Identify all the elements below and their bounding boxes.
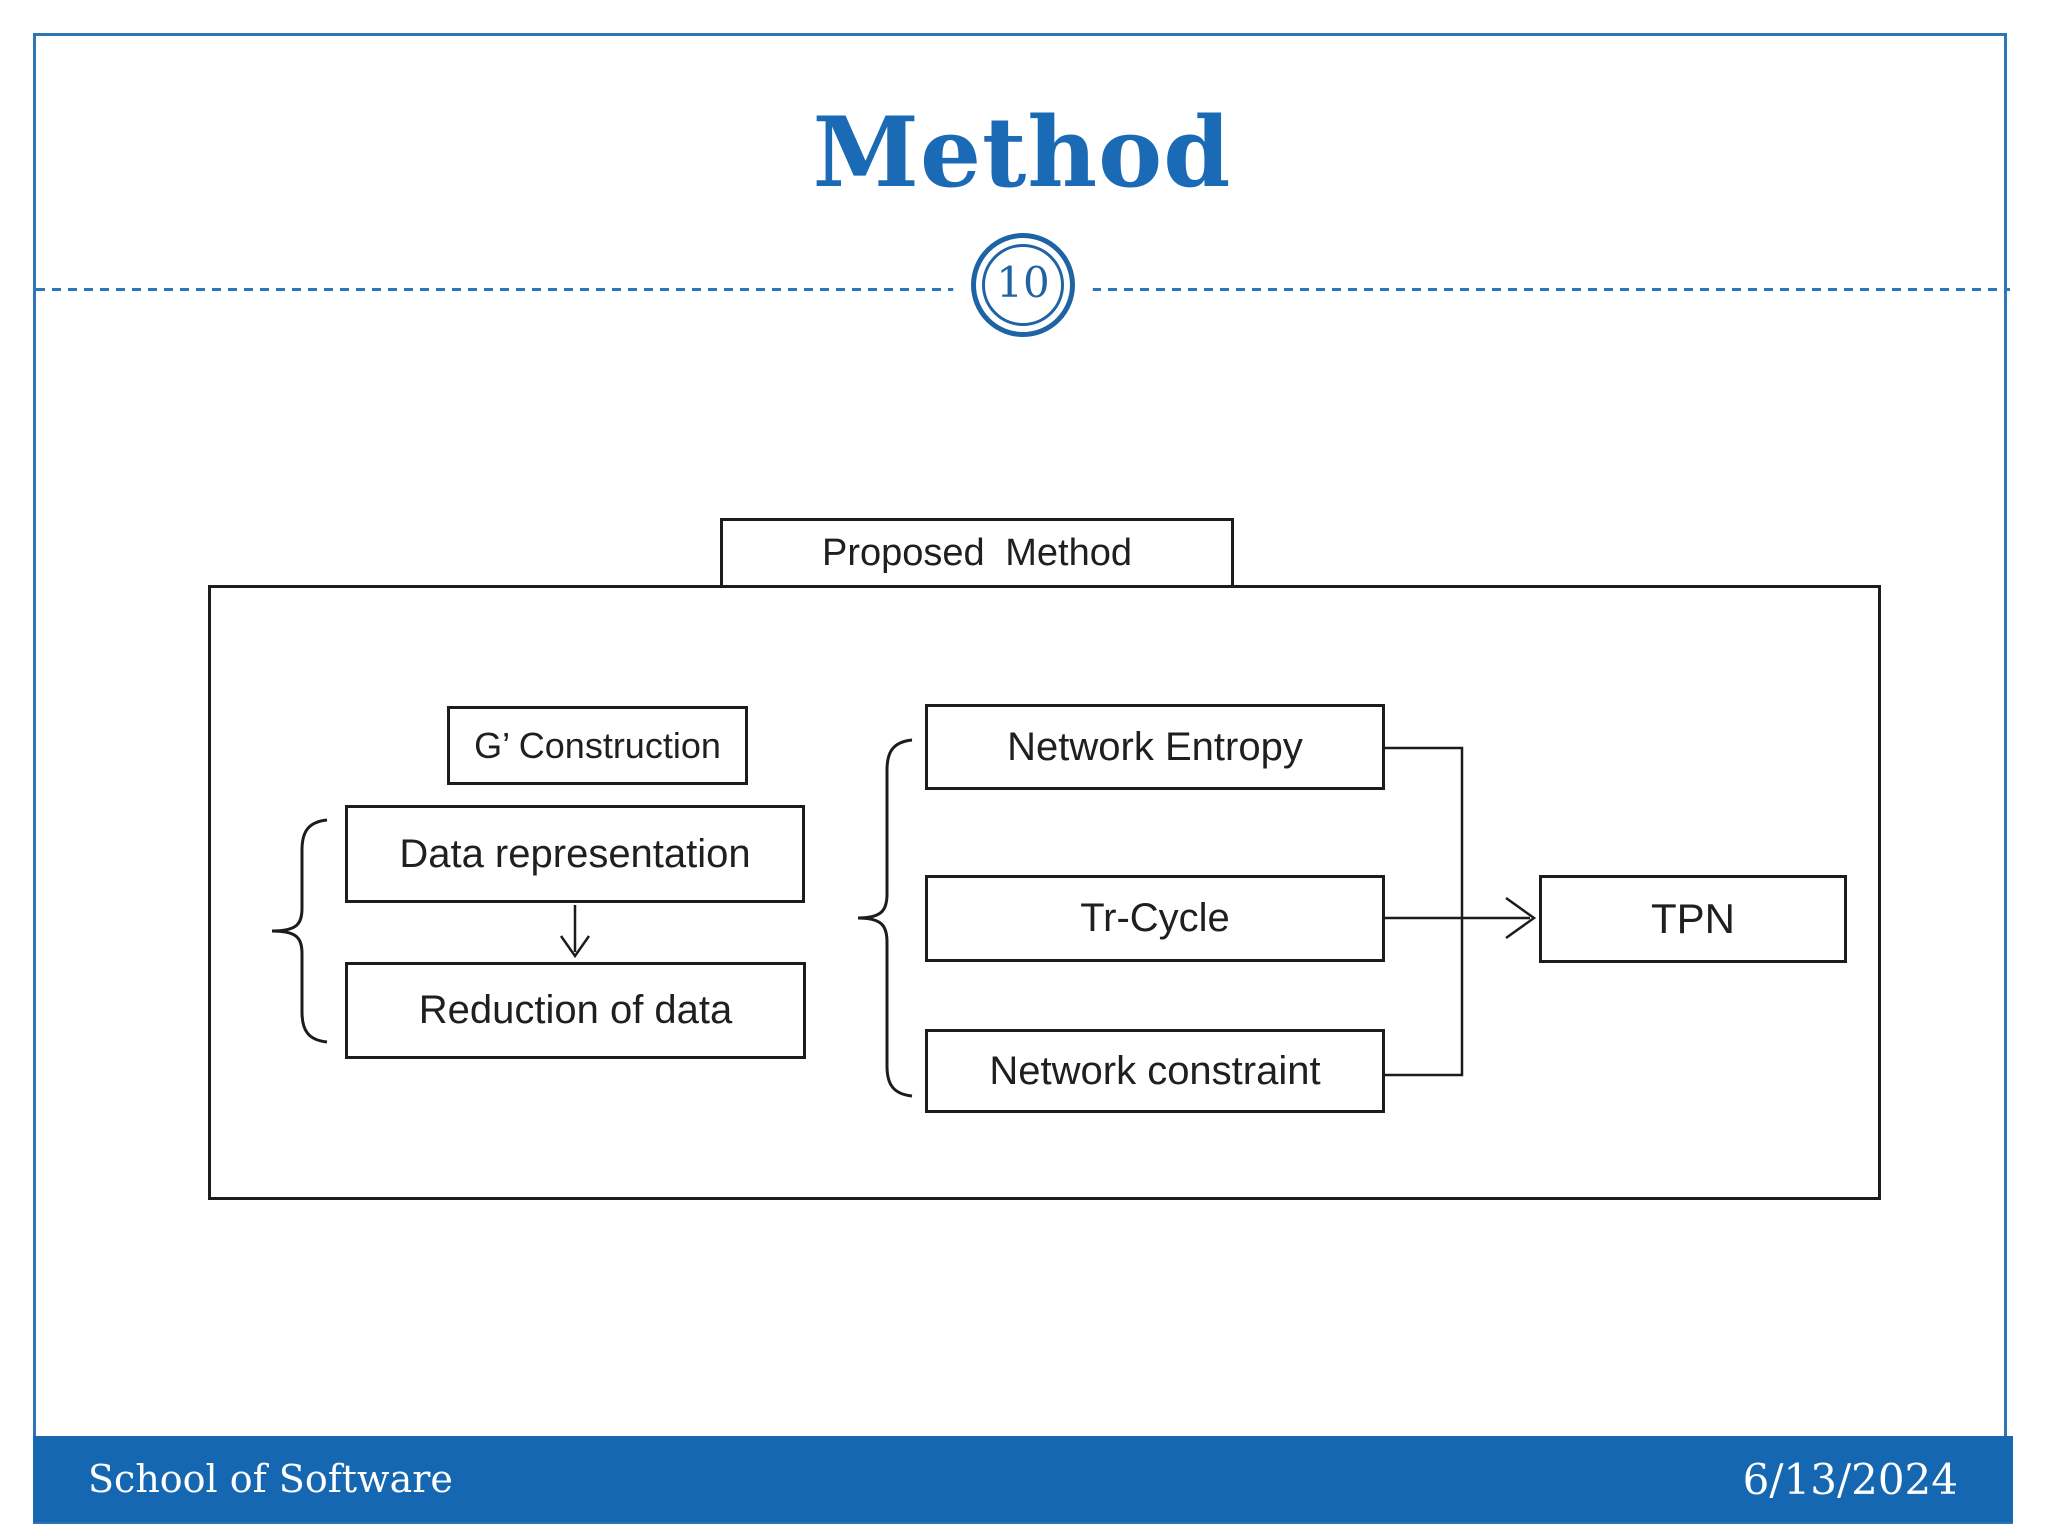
footer-date: 6/13/2024 [1742, 1454, 1958, 1504]
network-constraint-label: Network constraint [989, 1048, 1321, 1093]
proposed-method-box: Proposed Method [720, 518, 1234, 588]
proposed-method-label: Proposed Method [822, 531, 1132, 574]
page-number-badge: 10 [953, 215, 1093, 355]
network-entropy-label: Network Entropy [1007, 724, 1303, 769]
footer-bar: School of Software 6/13/2024 [33, 1436, 2013, 1524]
badge-outer-ring: 10 [971, 233, 1075, 337]
slide-title: Method [812, 96, 1232, 209]
tr-cycle-label: Tr-Cycle [1080, 896, 1230, 940]
data-representation-label: Data representation [399, 831, 751, 876]
badge-inner-ring: 10 [982, 244, 1064, 326]
g-construction-label: G’ Construction [474, 724, 721, 766]
reduction-of-data-label: Reduction of data [418, 988, 733, 1032]
network-constraint-box: Network constraint [925, 1029, 1385, 1113]
network-entropy-box: Network Entropy [925, 704, 1385, 790]
footer-school-name: School of Software [88, 1457, 453, 1501]
g-construction-box: G’ Construction [447, 706, 748, 785]
reduction-of-data-box: Reduction of data [345, 962, 806, 1059]
page-number: 10 [996, 258, 1050, 307]
data-representation-box: Data representation [345, 805, 805, 903]
tr-cycle-box: Tr-Cycle [925, 875, 1385, 962]
tpn-box: TPN [1539, 875, 1847, 963]
tpn-label: TPN [1651, 895, 1735, 942]
